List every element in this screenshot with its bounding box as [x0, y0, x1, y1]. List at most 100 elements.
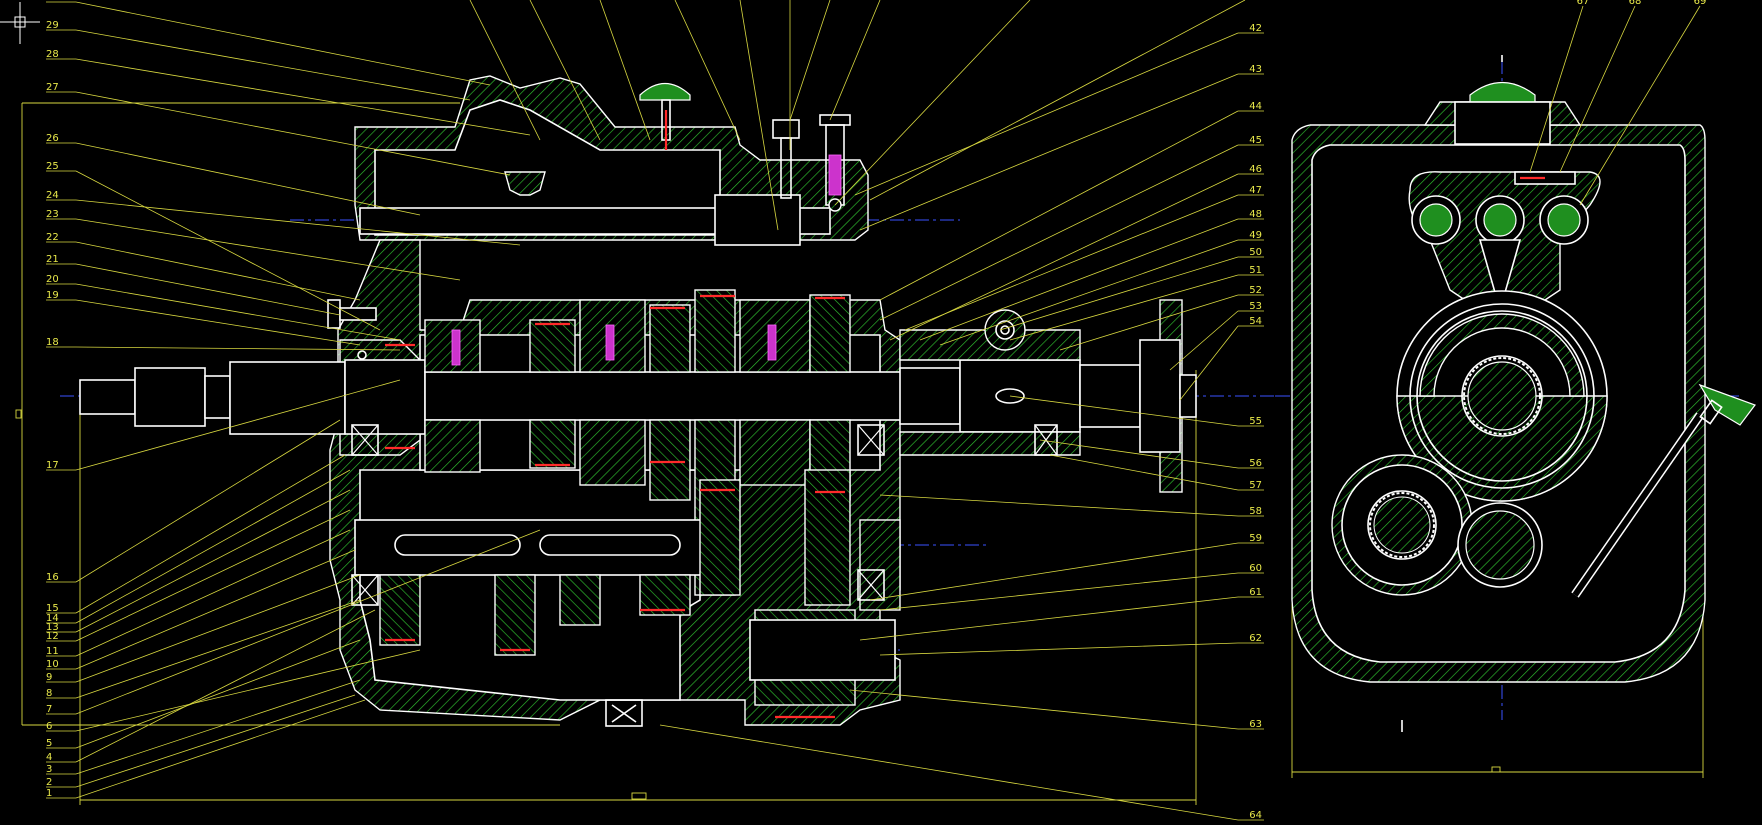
part-number-labels: 3029282726252423222120191817161514131211…: [46, 0, 1706, 821]
leader-line-48: [919, 218, 1239, 341]
leader-line-67: [1529, 5, 1584, 173]
part-label-69: 69: [1694, 0, 1707, 7]
leader-line-56: [1039, 439, 1239, 469]
breather-knob: [639, 82, 691, 150]
part-label-26: 26: [46, 133, 59, 144]
synchronizer-1: [424, 319, 481, 473]
leader-line-63: [849, 689, 1239, 730]
input-shaft: [79, 359, 426, 435]
part-label-5: 5: [46, 738, 52, 749]
part-label-14: 14: [46, 613, 59, 624]
synchronizer-3: [739, 299, 811, 486]
leader-line-68: [1559, 5, 1636, 173]
end-view-shift-forks: [1408, 171, 1601, 313]
part-label-6: 6: [46, 721, 52, 732]
leader-line-69: [1579, 5, 1701, 206]
leader-line-44: [879, 110, 1239, 301]
leader-line-20: [75, 283, 401, 341]
part-label-50: 50: [1249, 247, 1262, 258]
part-label-57: 57: [1249, 480, 1262, 491]
part-label-54: 54: [1249, 316, 1262, 327]
leader-line-23: [75, 218, 461, 281]
leader-line-8: [75, 599, 361, 699]
leader-line-50: [999, 256, 1239, 331]
part-label-56: 56: [1249, 458, 1262, 469]
bearings: [351, 424, 1058, 606]
part-label-30: 30: [46, 0, 59, 3]
leader-line-top-1: [529, 0, 601, 141]
part-label-58: 58: [1249, 506, 1262, 517]
front-cover-bolts: [327, 299, 377, 360]
leader-line-52: [1059, 294, 1239, 351]
main-gear-4: [809, 294, 851, 373]
leader-line-top-4: [739, 0, 779, 231]
leader-line-28: [75, 58, 531, 136]
leader-line-top-9: [869, 0, 1246, 201]
part-label-63: 63: [1249, 719, 1262, 730]
main-gear-3: [694, 289, 736, 373]
gearbox-end-view[interactable]: [1291, 55, 1756, 732]
end-view-reverse-gear: [1457, 502, 1543, 588]
part-label-59: 59: [1249, 533, 1262, 544]
gearbox-section-view[interactable]: [79, 75, 1197, 727]
part-label-67: 67: [1577, 0, 1590, 7]
leader-line-16: [75, 419, 341, 583]
leader-line-51: [1009, 274, 1239, 341]
part-label-42: 42: [1249, 23, 1262, 34]
leader-line-57: [1049, 454, 1239, 491]
part-label-51: 51: [1249, 265, 1262, 276]
leader-line-11: [75, 529, 351, 657]
leader-line-top-3: [674, 0, 741, 141]
leader-line-top-6: [789, 0, 831, 121]
part-label-11: 11: [46, 646, 59, 657]
leader-line-26: [75, 142, 421, 216]
part-label-10: 10: [46, 659, 59, 670]
leader-line-55: [1009, 395, 1239, 427]
leader-line-24: [75, 199, 521, 246]
leader-line-13: [75, 489, 351, 633]
leader-line-62: [879, 642, 1239, 656]
leader-line-61: [859, 596, 1239, 641]
speedometer-drive: [984, 309, 1026, 351]
leader-line-18: [75, 346, 401, 351]
leader-line-58: [879, 494, 1239, 517]
leader-line-3: [75, 679, 361, 775]
leader-line-47: [904, 194, 1239, 331]
leader-line-49: [939, 239, 1239, 346]
part-label-15: 15: [46, 603, 59, 614]
leader-line-64: [659, 724, 1239, 821]
leader-line-top-0: [469, 0, 541, 141]
leader-line-10: [75, 549, 356, 670]
part-label-2: 2: [46, 777, 52, 788]
part-label-16: 16: [46, 572, 59, 583]
part-label-18: 18: [46, 337, 59, 348]
leader-line-top-8: [834, 0, 1031, 206]
part-label-7: 7: [46, 704, 52, 715]
part-label-3: 3: [46, 764, 52, 775]
part-label-12: 12: [46, 631, 59, 642]
leader-line-1: [75, 699, 366, 799]
part-label-4: 4: [46, 752, 52, 763]
part-label-55: 55: [1249, 416, 1262, 427]
drain-plug: [605, 699, 643, 727]
part-label-62: 62: [1249, 633, 1262, 644]
leader-line-top-7: [829, 0, 881, 121]
leader-line-6: [75, 649, 421, 732]
leader-line-9: [75, 574, 361, 683]
part-label-45: 45: [1249, 135, 1262, 146]
part-label-1: 1: [46, 788, 52, 799]
part-label-22: 22: [46, 232, 59, 243]
part-label-20: 20: [46, 274, 59, 285]
part-label-49: 49: [1249, 230, 1262, 241]
countershaft: [354, 469, 851, 656]
part-label-52: 52: [1249, 285, 1262, 296]
part-label-29: 29: [46, 20, 59, 31]
part-label-23: 23: [46, 209, 59, 220]
main-gear-1: [529, 319, 576, 373]
leader-lines: [46, 0, 1701, 821]
part-label-8: 8: [46, 688, 52, 699]
leader-line-30: [75, 1, 491, 86]
part-label-28: 28: [46, 49, 59, 60]
part-label-19: 19: [46, 290, 59, 301]
